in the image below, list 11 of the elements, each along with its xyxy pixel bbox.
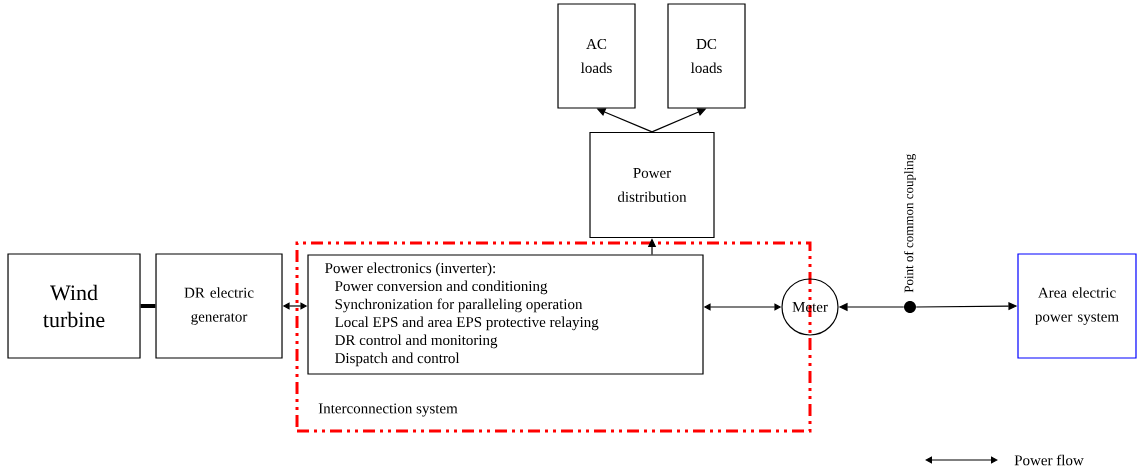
coupling-point xyxy=(904,301,916,313)
inverter-box: Power electronics (inverter): Power conversion and conditioning Synchronization for paralleling operation Local EPS and area EPS protective relaying DR control and monitoring Dispatch and control xyxy=(307,254,704,375)
load-box: DC loads xyxy=(667,3,746,109)
connector xyxy=(140,304,156,308)
legend-label: Power flow xyxy=(1014,454,1084,466)
distribution-box: Power distribution xyxy=(589,131,715,239)
rotated-label: Point of common coupling xyxy=(904,154,916,293)
load-box: AC loads xyxy=(557,3,636,109)
grid-box: Area electric power system xyxy=(1017,253,1137,359)
generator-box: DR electric generator xyxy=(155,253,283,359)
turbine-box: Wind turbine xyxy=(7,253,141,359)
